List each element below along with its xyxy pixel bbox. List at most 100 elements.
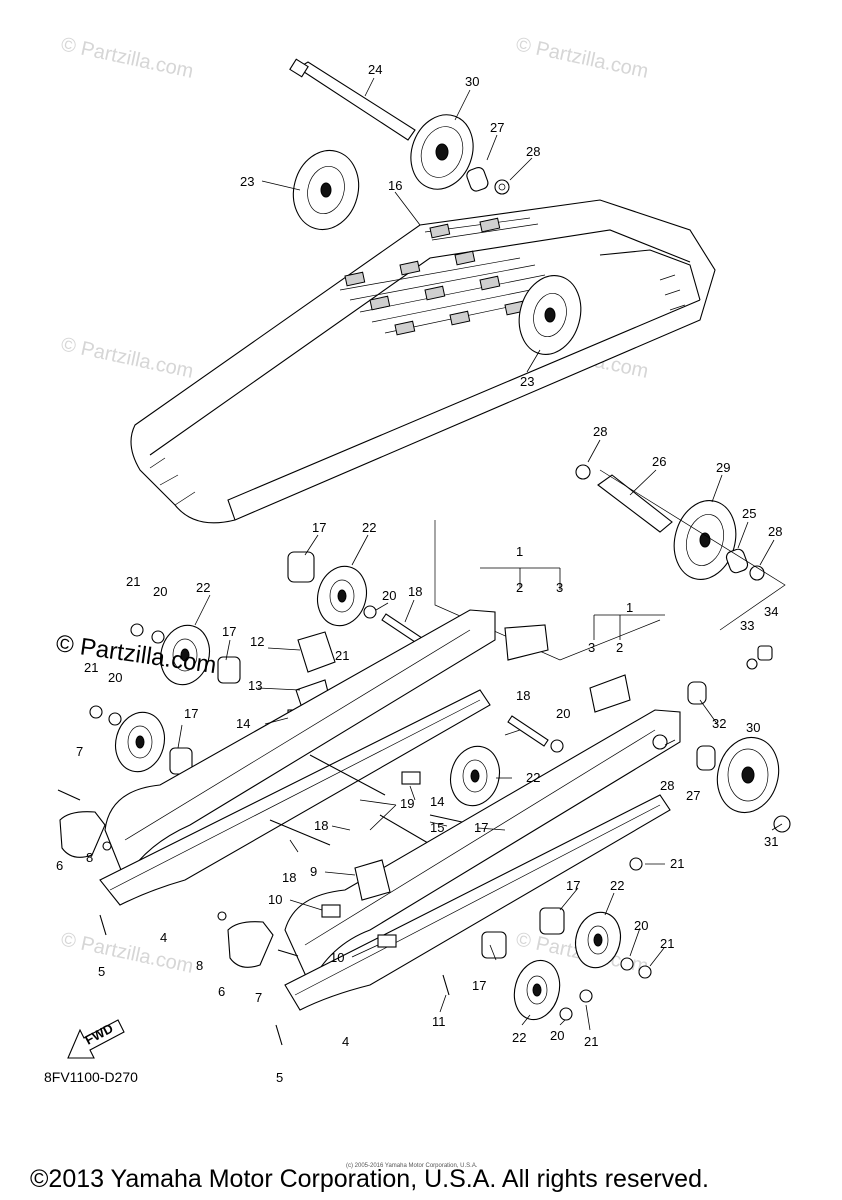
callout-18: 18: [408, 584, 422, 599]
callout-23: 23: [520, 374, 534, 389]
callout-17: 17: [472, 978, 486, 993]
screw-5-a: [99, 914, 107, 936]
collar-27-upper: [466, 167, 489, 192]
callout-32: 32: [712, 716, 726, 731]
callout-17: 17: [222, 624, 236, 639]
copyright-notice: ©2013 Yamaha Motor Corporation, U.S.A. A…: [30, 1165, 709, 1193]
spacer-14-b: [401, 771, 421, 785]
callout-23: 23: [240, 174, 254, 189]
callout-22: 22: [526, 770, 540, 785]
callout-18: 18: [516, 688, 530, 703]
callout-18: 18: [314, 818, 328, 833]
callout-5: 5: [276, 1070, 283, 1085]
wheel-29: [673, 500, 737, 580]
callout-8: 8: [196, 958, 203, 973]
callout-18: 18: [282, 870, 296, 885]
washer-8-b: [217, 911, 227, 921]
wheel-22-a: [317, 565, 367, 627]
callout-20: 20: [108, 670, 122, 685]
spacer-10-b: [377, 934, 397, 948]
slide-rail-right: [284, 709, 681, 1011]
callout-22: 22: [196, 580, 210, 595]
callout-27: 27: [490, 120, 504, 135]
callout-22: 22: [610, 878, 624, 893]
callout-22: 22: [362, 520, 376, 535]
nut-21-a: [130, 623, 144, 637]
callout-1: 1: [626, 600, 633, 615]
bracket-1-right: [589, 674, 631, 713]
washer-20-b: [151, 630, 165, 644]
front-pad-6-a: [59, 811, 106, 858]
callout-17: 17: [312, 520, 326, 535]
nut-28-rear: [749, 565, 765, 581]
bolt-18-a: [381, 613, 423, 645]
washer-28-lower: [652, 734, 668, 750]
axle-24: [289, 58, 416, 141]
washer-20-c: [108, 712, 122, 726]
washer-33: [746, 658, 758, 670]
bracket-9: [354, 859, 391, 901]
callout-14: 14: [236, 716, 250, 731]
wheel-22-b: [160, 624, 210, 686]
callout-6: 6: [56, 858, 63, 873]
front-pad-6-b: [227, 921, 274, 968]
idler-wheel-23-upper: [292, 149, 360, 231]
callout-numbers: 24 30 27 28 23 16 23 28 26 29 25 28 17 2…: [56, 62, 782, 1085]
callout-5: 5: [98, 964, 105, 979]
watermark: © Partzilla.com: [59, 928, 195, 978]
callout-24: 24: [368, 62, 382, 77]
wheel-22-c: [115, 711, 165, 773]
callout-28: 28: [526, 144, 540, 159]
callout-33: 33: [740, 618, 754, 633]
bushing-17-b: [217, 656, 241, 684]
callout-28: 28: [593, 424, 607, 439]
callout-8: 8: [86, 850, 93, 865]
callout-16: 16: [388, 178, 402, 193]
washer-20-a: [363, 605, 377, 619]
washer-20-d: [550, 739, 564, 753]
leader-lines: [177, 77, 783, 1031]
watermark: © Partzilla.com: [59, 33, 195, 83]
watermark: © Partzilla.com: [514, 33, 650, 83]
drawing-code: 8FV1100-D270: [44, 1069, 138, 1085]
callout-10: 10: [268, 892, 282, 907]
idler-wheel-23-lower: [518, 275, 582, 355]
callout-21: 21: [335, 648, 349, 663]
callout-29: 29: [716, 460, 730, 475]
callout-7: 7: [76, 744, 83, 759]
wheel-22-f: [513, 959, 561, 1021]
callout-3: 3: [556, 580, 563, 595]
nut-21-e: [638, 965, 652, 979]
callout-17: 17: [566, 878, 580, 893]
callout-28: 28: [660, 778, 674, 793]
callout-27: 27: [686, 788, 700, 803]
pin-11: [442, 974, 450, 996]
callout-7: 7: [255, 990, 262, 1005]
nut-21-d: [629, 857, 643, 871]
callout-17: 17: [474, 820, 488, 835]
bushing-17-a: [287, 551, 315, 583]
callout-21: 21: [584, 1034, 598, 1049]
callout-10: 10: [330, 950, 344, 965]
callout-30: 30: [746, 720, 760, 735]
washer-8-a: [102, 841, 112, 851]
track-lugs: [339, 217, 566, 336]
callout-22: 22: [512, 1030, 526, 1045]
callout-28: 28: [768, 524, 782, 539]
wheel-30-upper: [410, 114, 474, 190]
bolt-18-b: [507, 715, 549, 747]
wheel-30-lower: [716, 736, 780, 814]
callout-13: 13: [248, 678, 262, 693]
pin-7-a: [57, 789, 81, 801]
wheel-22-d: [450, 745, 500, 807]
watermark: © Partzilla.com: [59, 333, 195, 383]
callout-17: 17: [184, 706, 198, 721]
cap-34: [757, 645, 773, 661]
rear-axle-26: [575, 464, 673, 533]
callout-11: 11: [432, 1014, 446, 1029]
callout-34: 34: [764, 604, 778, 619]
callout-12: 12: [250, 634, 264, 649]
callout-26: 26: [652, 454, 666, 469]
nut-21-f: [579, 989, 593, 1003]
